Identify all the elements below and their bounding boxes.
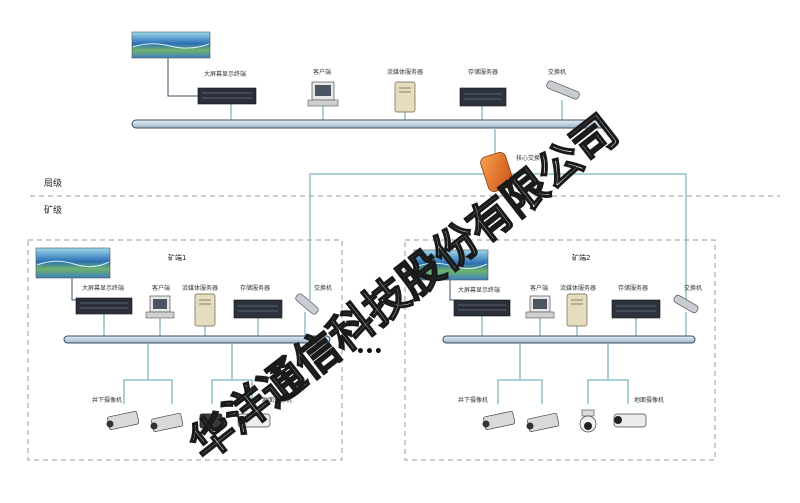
mine-1-camera-2-icon: [150, 413, 184, 432]
mine-1-label-stream-server: 流媒体服务器: [182, 284, 218, 292]
mine-1-camera-3-icon: [199, 413, 223, 429]
mine-1-label-switch: 交换机: [314, 284, 332, 292]
mine-2-label-switch: 交换机: [684, 284, 702, 292]
mine-2-camera-2-icon: [526, 413, 560, 432]
mine-1-label-client: 客户端: [152, 284, 170, 292]
section-label-lower: 矿级: [44, 204, 62, 216]
storage-server-icon: [459, 87, 507, 107]
core-switch-icon: [480, 152, 514, 192]
mine-2-label-client: 客户端: [530, 284, 548, 292]
mine-2-stream-server-icon: [566, 293, 588, 327]
top-network: 大屏幕显示终端 客户端 流媒体服务器 存储服务器 交换机: [131, 31, 606, 129]
mine-2-label-stream-server: 流媒体服务器: [560, 284, 596, 292]
section-label-upper: 局级: [44, 177, 62, 189]
more-mines-ellipsis: •••: [356, 344, 383, 360]
mine-1-storage-server-icon: [233, 299, 283, 319]
mine-2-switch-icon: [673, 294, 699, 314]
mine-2-title: 矿端2: [572, 253, 590, 262]
mine-1-label-cam-a: 井下摄像机: [92, 396, 122, 404]
mine-2-label-display-server: 大屏幕显示终端: [458, 286, 500, 294]
mine-2-camera-1-icon: [482, 411, 516, 430]
top-network-bus: [131, 119, 606, 129]
mine-1-label-cam-b: 地面摄像机: [262, 396, 292, 404]
mine-1-client-pc-icon: [145, 295, 175, 319]
mine-2-video-wall-icon: [413, 249, 489, 281]
mine-1: 矿端1 大屏幕显示终端 客户端 流媒体服务器: [27, 239, 343, 461]
switch-icon: [546, 80, 580, 100]
mine-1-label-display-server: 大屏幕显示终端: [82, 284, 124, 292]
label-client: 客户端: [313, 68, 331, 76]
label-storage-server: 存储服务器: [468, 68, 498, 76]
mine-2-label-cam-a: 井下摄像机: [458, 396, 488, 404]
mine-1-display-server-icon: [75, 297, 133, 315]
mine-2-label-cam-b: 地面摄像机: [634, 396, 664, 404]
mine-2-label-storage-server: 存储服务器: [618, 284, 648, 292]
mine-2-storage-server-icon: [611, 299, 661, 319]
mine-1-camera-4-icon: [237, 413, 271, 428]
mine-2-network-bus: [442, 335, 696, 344]
mine-1-stream-server-icon: [194, 293, 216, 327]
mine-1-video-wall-icon: [35, 247, 111, 279]
mine-2-client-pc-icon: [525, 295, 555, 319]
mine-2-bullet-camera-icon: [613, 413, 647, 428]
stream-server-icon: [394, 81, 416, 113]
uplinks: [309, 128, 687, 300]
label-switch: 交换机: [548, 68, 566, 76]
label-core-switch: 核心交换机: [516, 154, 546, 162]
display-server-icon: [197, 87, 257, 105]
mine-1-label-storage-server: 存储服务器: [240, 284, 270, 292]
client-pc-icon: [307, 81, 339, 107]
label-stream-server: 流媒体服务器: [387, 68, 423, 76]
mine-2: 矿端2 大屏幕显示终端 客户端 流媒体服务器: [404, 239, 716, 461]
video-wall-icon: [131, 31, 211, 59]
mine-2-display-server-icon: [453, 299, 511, 317]
mine-1-camera-1-icon: [106, 411, 140, 430]
mine-1-title: 矿端1: [168, 253, 186, 262]
mine-2-dome-camera-icon: [579, 409, 597, 433]
label-display-server: 大屏幕显示终端: [204, 70, 246, 78]
mine-1-network-bus: [63, 335, 331, 344]
mine-1-switch-icon: [295, 293, 319, 315]
